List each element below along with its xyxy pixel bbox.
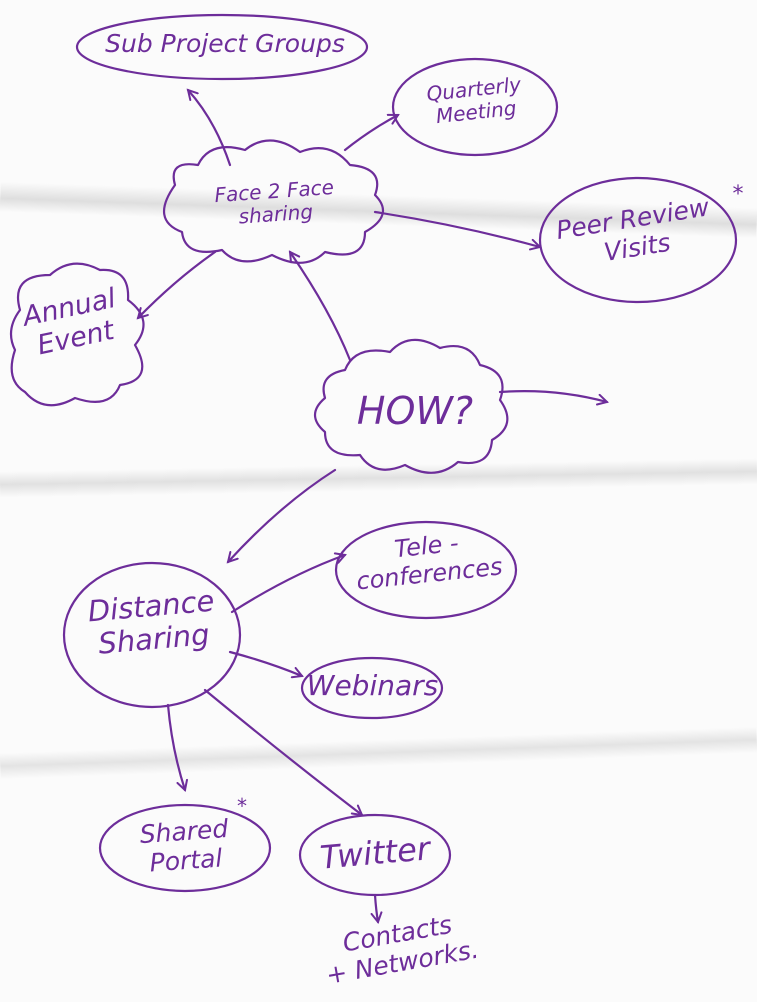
distance-sharing-oval [62,561,242,709]
arrow-to-distance-sharing [228,468,337,562]
webinars-oval [300,656,444,720]
webinars-label: Webinars [306,669,439,702]
arrow-to-webinars [228,650,302,676]
tele-conferences-oval [334,520,518,620]
distance-sharing-label: Distance Sharing [77,584,227,663]
arrow-to-contacts-networks [375,893,378,922]
arrow-to-sub-project-groups [188,90,232,167]
annual-event-cloud [9,262,145,407]
quarterly-meeting-oval [391,57,559,157]
arrow-to-tele-conferences [230,555,345,614]
peer-review-asterisk: * [732,182,744,207]
arrow-how-right [498,390,607,402]
shared-portal-asterisk: * [237,794,247,818]
arrow-how-to-face-to-face [290,252,352,362]
arrow-to-quarterly-meeting [343,115,398,152]
arrow-to-peer-review-visits [373,210,540,247]
how-cloud [313,338,509,474]
shared-portal-oval [98,803,272,893]
sub-project-groups-oval [75,13,369,81]
arrow-to-shared-portal [166,703,185,790]
arrow-to-annual-event [138,250,217,318]
sub-project-groups-label: Sub Project Groups [105,29,345,58]
how-label: HOW? [356,389,474,433]
arrow-to-twitter [203,688,362,815]
shared-portal-label: Shared Portal [108,813,262,881]
